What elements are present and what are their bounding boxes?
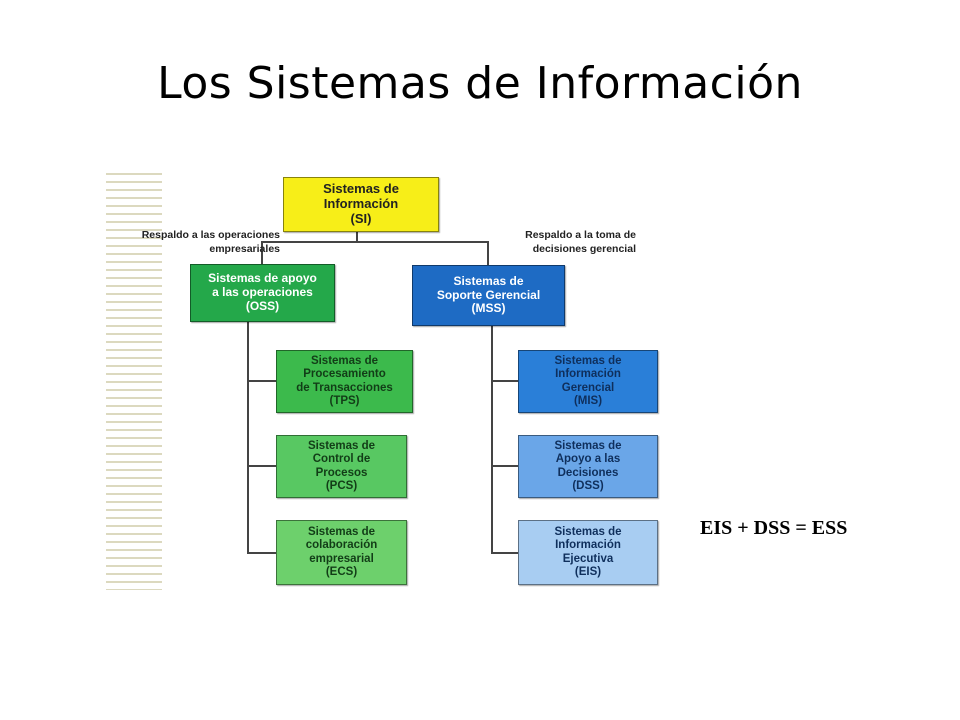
box-tps: Sistemas de Procesamiento de Transaccion… — [276, 350, 413, 413]
box-si-line-1: Sistemas de — [323, 181, 399, 197]
connector-top-horizontal — [261, 241, 489, 243]
box-ecs-line-3: empresarial — [309, 552, 374, 565]
note-right-line-2: decisiones gerencial — [532, 243, 636, 256]
box-si: Sistemas de Información (SI) — [283, 177, 439, 232]
connector-root-down — [356, 232, 358, 242]
slide-title: Los Sistemas de Información — [157, 58, 803, 109]
box-tps-line-3: de Transacciones — [296, 381, 393, 394]
box-mis-line-1: Sistemas de — [554, 355, 622, 368]
box-mis: Sistemas de Información Gerencial (MIS) — [518, 350, 658, 413]
box-eis-line-1: Sistemas de — [554, 526, 622, 539]
connector-oss-pcs — [247, 465, 276, 467]
box-tps-line-2: Procesamiento — [303, 368, 386, 381]
connector-oss-trunk — [247, 322, 249, 554]
box-eis-line-4: (EIS) — [574, 565, 602, 578]
connector-mss-dss — [491, 465, 518, 467]
connector-mss-trunk — [491, 326, 493, 554]
box-oss-line-3: (OSS) — [245, 298, 280, 313]
box-mis-line-3: Gerencial — [561, 381, 615, 394]
box-ecs-line-4: (ECS) — [325, 565, 358, 578]
box-pcs-line-1: Sistemas de — [307, 440, 376, 453]
box-oss: Sistemas de apoyo a las operaciones (OSS… — [190, 264, 335, 322]
connector-to-oss — [261, 241, 263, 264]
box-pcs: Sistemas de Control de Procesos (PCS) — [276, 435, 407, 498]
box-dss-line-4: (DSS) — [572, 479, 604, 492]
box-mis-line-2: Información — [555, 368, 621, 381]
box-eis-line-2: Información — [555, 539, 621, 552]
box-tps-line-4: (TPS) — [329, 394, 360, 407]
ess-formula: EIS + DSS = ESS — [700, 517, 848, 539]
box-tps-line-1: Sistemas de — [310, 355, 379, 368]
box-oss-line-2: a las operaciones — [212, 285, 313, 300]
note-operations-support: Respaldo a las operaciones empresariales — [112, 228, 280, 256]
box-dss-line-3: Decisiones — [557, 466, 619, 479]
connector-mss-eis — [491, 552, 518, 554]
connector-mss-mis — [491, 380, 518, 382]
box-mss-line-2: Soporte Gerencial — [436, 287, 541, 302]
box-dss-line-1: Sistemas de — [554, 440, 622, 453]
connector-oss-tps — [247, 380, 276, 382]
box-ecs-line-1: Sistemas de — [307, 526, 376, 539]
connector-to-mss — [487, 241, 489, 265]
box-eis-line-3: Ejecutiva — [562, 552, 614, 565]
box-mss: Sistemas de Soporte Gerencial (MSS) — [412, 265, 565, 326]
box-si-line-3: (SI) — [350, 210, 372, 226]
box-ecs: Sistemas de colaboración empresarial (EC… — [276, 520, 407, 585]
connector-oss-ecs — [247, 552, 276, 554]
box-mss-line-1: Sistemas de — [453, 273, 524, 288]
box-dss: Sistemas de Apoyo a las Decisiones (DSS) — [518, 435, 658, 498]
decorative-stripes — [106, 170, 162, 590]
box-pcs-line-4: (PCS) — [325, 479, 358, 492]
note-left-line-2: empresariales — [209, 243, 280, 256]
box-si-line-2: Información — [323, 196, 399, 212]
box-pcs-line-2: Control de — [312, 453, 371, 466]
note-decision-support: Respaldo a la toma de decisiones gerenci… — [500, 228, 636, 256]
box-mss-line-3: (MSS) — [471, 301, 506, 316]
note-right-line-1: Respaldo a la toma de — [525, 229, 636, 241]
box-dss-line-2: Apoyo a las — [555, 453, 621, 466]
note-left-line-1: Respaldo a las operaciones — [141, 229, 280, 241]
box-mis-line-4: (MIS) — [573, 394, 603, 407]
box-eis: Sistemas de Información Ejecutiva (EIS) — [518, 520, 658, 585]
box-pcs-line-3: Procesos — [315, 466, 368, 479]
box-oss-line-1: Sistemas de apoyo — [208, 271, 317, 286]
box-ecs-line-2: colaboración — [305, 539, 378, 552]
